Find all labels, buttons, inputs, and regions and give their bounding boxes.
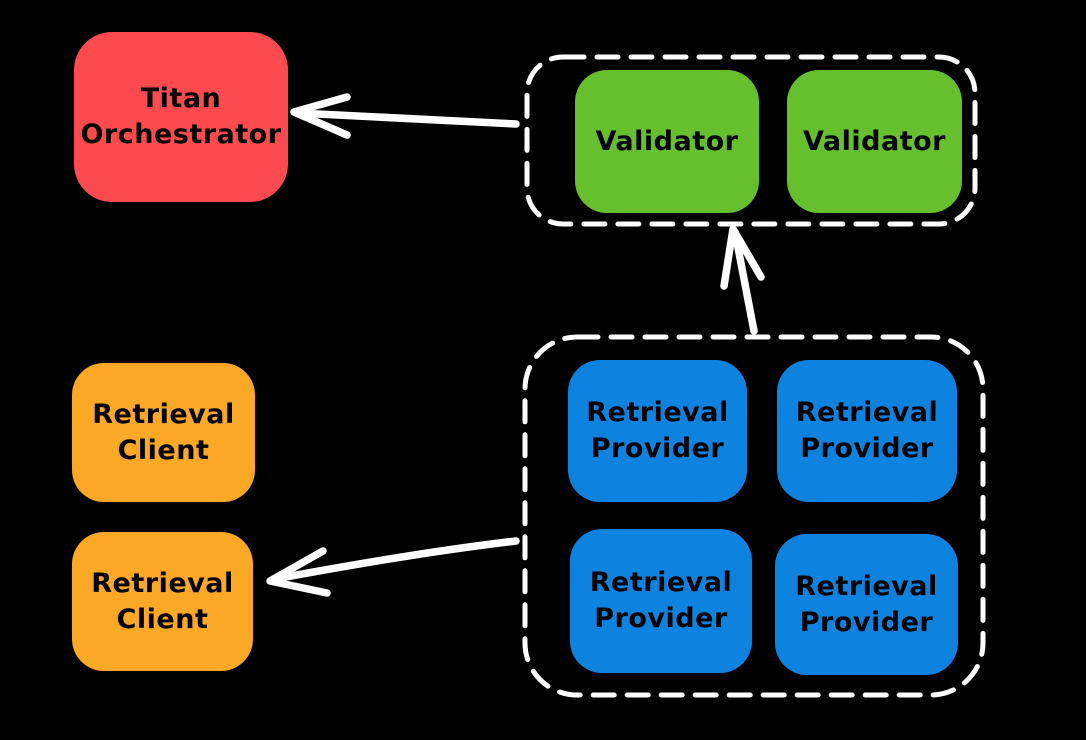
arrow-providers-to-validators: [720, 225, 765, 335]
validator-node-1: Validator: [575, 70, 759, 213]
retrieval-provider-node-3: Retrieval Provider: [570, 529, 752, 673]
retrieval-client-node-1: Retrieval Client: [72, 363, 255, 502]
validator-node-2: Validator: [787, 70, 962, 213]
retrieval-client-node-2: Retrieval Client: [72, 532, 253, 671]
arrow-providers-to-client: [266, 537, 520, 597]
retrieval-provider-node-2: Retrieval Provider: [777, 360, 957, 502]
arrow-validators-to-orchestrator: [290, 93, 520, 139]
retrieval-provider-node-4: Retrieval Provider: [775, 534, 958, 675]
retrieval-provider-node-1: Retrieval Provider: [568, 360, 747, 502]
titan-orchestrator-node: Titan Orchestrator: [74, 32, 288, 202]
